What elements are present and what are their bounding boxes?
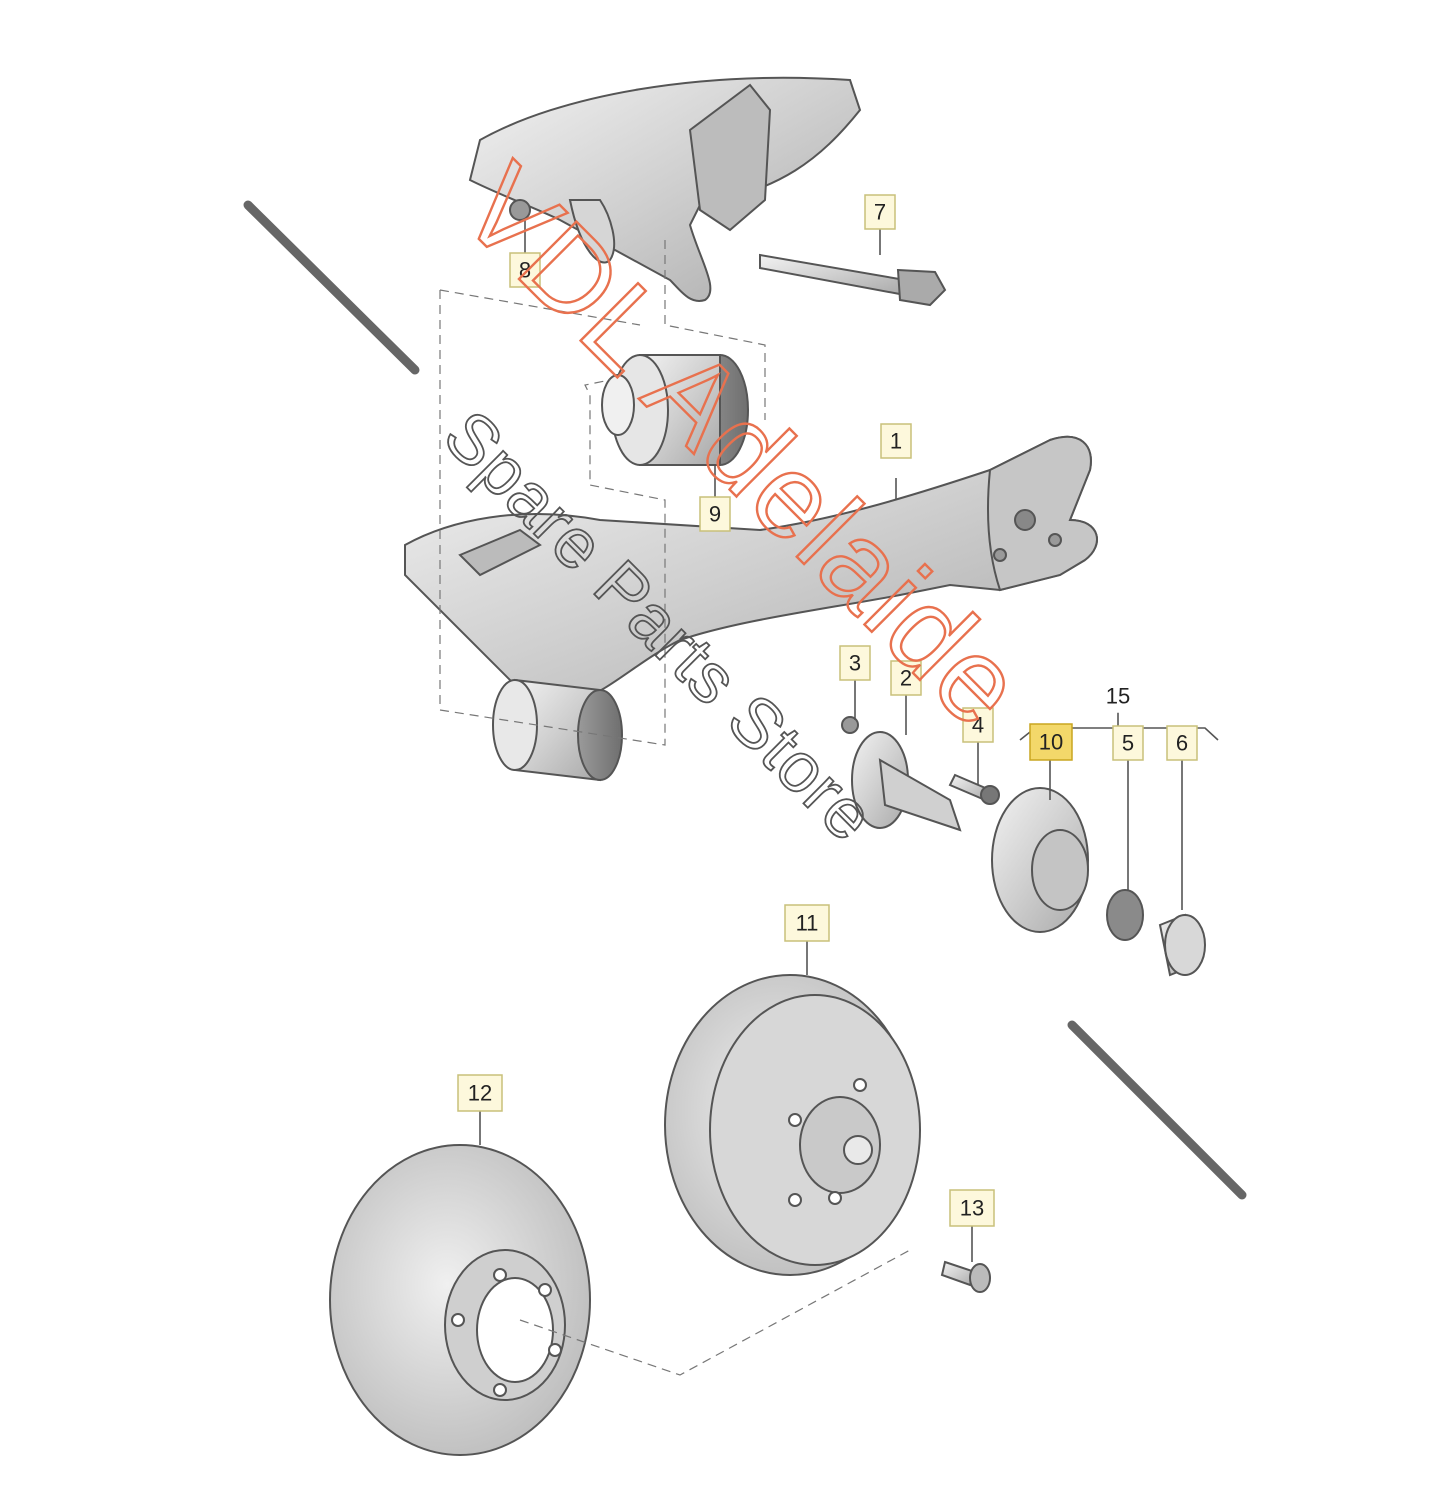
svg-text:5: 5 [1122, 731, 1134, 756]
svg-text:12: 12 [468, 1081, 492, 1106]
body-bracket [468, 76, 862, 302]
callout-12: 12 [457, 1074, 503, 1112]
callout-10: 10 [1029, 723, 1073, 761]
brake-drum-11-icon [664, 974, 921, 1276]
svg-text:2: 2 [900, 666, 912, 691]
wheel-hub-10-icon [991, 787, 1089, 933]
stub-axle-2-icon [841, 716, 962, 832]
svg-text:13: 13 [960, 1196, 984, 1221]
callout-9: 9 [699, 496, 731, 532]
bushing-9-icon [601, 354, 749, 466]
callout-3: 3 [839, 645, 871, 681]
axle-beam [404, 435, 1098, 702]
brake-disc-12-icon [329, 1144, 591, 1456]
callout-15: 15 [1095, 679, 1141, 713]
svg-text:7: 7 [874, 200, 886, 225]
svg-text:6: 6 [1176, 731, 1188, 756]
callout-6: 6 [1166, 725, 1198, 761]
svg-text:3: 3 [849, 651, 861, 676]
svg-text:9: 9 [709, 502, 721, 527]
screw-13-icon [940, 1260, 991, 1293]
watermark-bar-bottom [1067, 1020, 1247, 1200]
callout-11: 11 [784, 904, 830, 942]
bolt-7-icon [759, 253, 947, 307]
svg-text:15: 15 [1106, 684, 1130, 709]
bolt-4-icon [948, 773, 1000, 805]
callout-13: 13 [949, 1189, 995, 1227]
svg-text:8: 8 [519, 258, 531, 283]
assembly-lines [439, 240, 911, 1376]
callout-8: 8 [509, 252, 541, 288]
svg-text:11: 11 [796, 911, 819, 936]
svg-text:4: 4 [972, 713, 984, 738]
cap-6-icon [1158, 913, 1206, 977]
callout-1: 1 [880, 423, 912, 459]
svg-text:10: 10 [1039, 730, 1063, 755]
callout-2: 2 [890, 660, 922, 696]
callout-7: 7 [864, 194, 896, 230]
callout-5: 5 [1112, 725, 1144, 761]
watermark-bar-top [243, 200, 420, 375]
callout-4: 4 [962, 707, 994, 743]
bushing-lower-icon [492, 678, 623, 782]
nut-5-icon [1106, 889, 1144, 941]
svg-text:1: 1 [890, 429, 902, 454]
